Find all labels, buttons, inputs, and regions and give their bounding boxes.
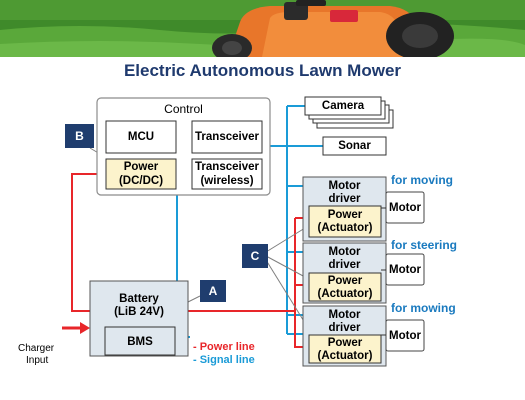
transceiver-label: Transceiver — [195, 131, 259, 143]
motor-driver-label-2: driver — [328, 193, 361, 205]
motor-driver-label-1: Motor — [328, 309, 361, 321]
driver-unit-steering — [302, 242, 425, 304]
tag-c — [242, 244, 268, 268]
legend-power-line: - Power line — [193, 341, 255, 353]
motor-driver-label-2: driver — [328, 259, 361, 271]
control-label: Control — [164, 102, 203, 116]
motor-label: Motor — [389, 330, 421, 342]
sonar-box — [322, 136, 387, 156]
motor-driver-label-1: Motor — [328, 246, 361, 258]
dcdc-power-box — [105, 158, 177, 190]
lawn-mower-photo — [0, 0, 525, 57]
motor-driver-label-1: Motor — [328, 180, 361, 192]
legend-signal-line: - Signal line — [193, 354, 255, 366]
dcdc-power-label-2: (DC/DC) — [118, 175, 164, 187]
camera-label: Camera — [321, 100, 365, 112]
actuator-power-label-2: (Actuator) — [317, 350, 373, 362]
wireless-label-2: (wireless) — [200, 175, 254, 187]
camera-box — [304, 96, 382, 116]
wireless-label-1: Transceiver — [195, 161, 259, 173]
sonar-label: Sonar — [338, 140, 371, 152]
tag-b — [65, 124, 94, 148]
battery-label-2: (LiB 24V) — [114, 306, 164, 318]
bms-label: BMS — [127, 336, 153, 348]
purpose-moving: for moving — [391, 173, 453, 187]
tag-a-label: A — [208, 284, 218, 298]
wireless-transceiver-box — [191, 158, 263, 190]
charger-label-1: Charger — [18, 343, 55, 354]
mcu-box — [105, 120, 177, 154]
bms-box — [104, 326, 176, 356]
tag-c-label: C — [250, 249, 260, 263]
transceiver-box — [191, 120, 263, 154]
charger-label-2: Input — [26, 355, 49, 366]
actuator-power-label-1: Power — [327, 275, 363, 287]
motor-label: Motor — [389, 202, 421, 214]
actuator-power-label-1: Power — [327, 337, 363, 349]
charger-input-arrow — [62, 322, 90, 334]
battery-label-1: Battery — [119, 293, 159, 305]
motor-driver-label-2: driver — [328, 322, 361, 334]
actuator-power-label-2: (Actuator) — [317, 288, 373, 300]
actuator-power-label-2: (Actuator) — [317, 222, 373, 234]
charger-input-label: Charger Input — [18, 343, 88, 367]
dcdc-power-label-1: Power — [123, 161, 159, 173]
purpose-mowing: for mowing — [391, 301, 456, 315]
motor-label: Motor — [389, 264, 421, 276]
actuator-power-label-1: Power — [327, 209, 363, 221]
driver-unit-mowing — [302, 305, 425, 367]
tag-a — [200, 280, 226, 302]
tag-b-label: B — [75, 129, 84, 143]
mcu-label: MCU — [127, 131, 155, 143]
driver-unit-moving — [302, 176, 425, 242]
diagram-title: Electric Autonomous Lawn Mower — [123, 61, 402, 80]
purpose-steering: for steering — [391, 238, 458, 252]
